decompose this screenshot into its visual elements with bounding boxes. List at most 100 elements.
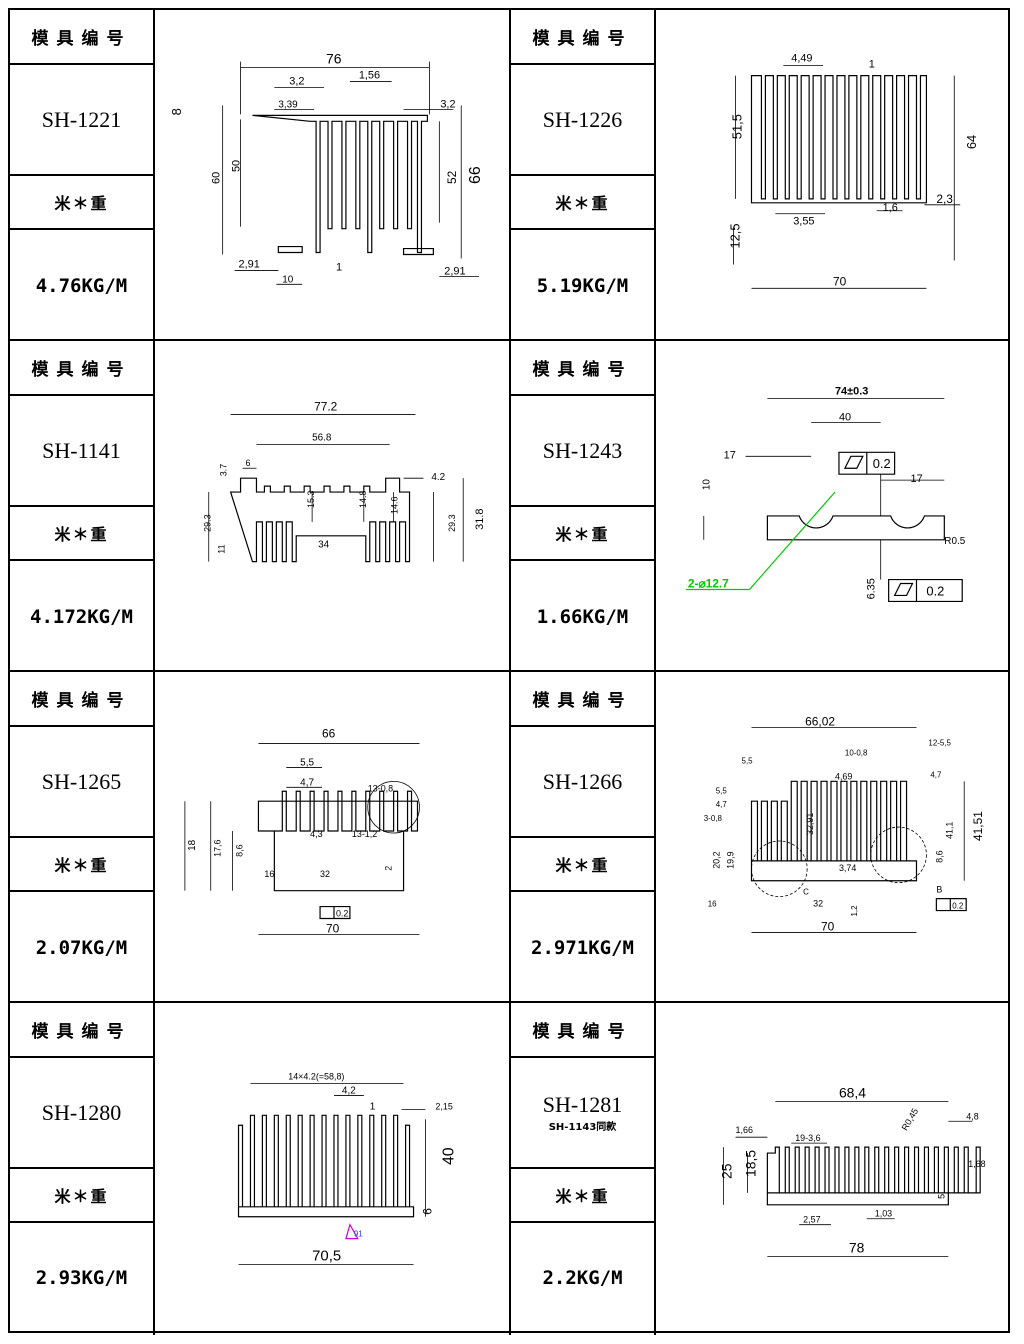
dim-inner: 56.8 [312,432,332,443]
dim-t: 1,2 [850,905,859,917]
weight-value: 2.07KG/M [35,936,128,959]
dim-radius: R0,45 [900,1107,921,1133]
dim-tip: 4,69 [835,771,852,781]
mold-number-header: 模具编号 [532,691,633,711]
dim-fins-2: 13-1,2 [352,829,377,839]
dim-h3: 8,6 [235,844,245,856]
item-label-column: 模具编号 SH-1280 米＊重 2.93KG/M [10,1003,155,1335]
mold-number-header: 模具编号 [31,360,132,380]
catalog-sheet: 模具编号 SH-1221 米＊重 4.76KG/M 76 3,2 1,56 3,… [8,8,1010,1335]
dim-fins: 19-3,6 [795,1133,820,1143]
weight-per-meter-label: 米＊重 [555,525,610,544]
dim-thin: 1,03 [875,1209,892,1219]
dim-side: 29.3 [203,514,213,531]
mold-number-header: 模具编号 [532,1022,633,1042]
dim-h2: 18,5 [742,1150,758,1177]
profile-drawing-sh-1266: 66,02 10-0,8 12-5,5 5,5 4,69 4,7 5,5 4,7… [656,672,1008,1001]
dim-h1: 25 [719,1163,735,1179]
dim-width: 70 [833,274,847,288]
dim-edge: 12-5,5 [928,739,951,748]
mold-number-header: 模具编号 [31,1022,132,1042]
dim-edge-r: 17 [911,473,923,485]
dim-base: 70 [821,919,835,933]
dim-pitch: 5,5 [300,757,314,768]
dim-total: 31.8 [474,509,486,530]
dim-foot-r: 2,91 [444,265,465,277]
profile-drawing-sh-1243: 74±0.3 40 17 17 0.2 10 R0.5 2-⌀12.7 6.35… [656,341,1008,670]
dim-gap: 4,3 [310,829,322,839]
dim-channel: 32 [320,869,330,879]
dim-height: 18 [187,839,198,851]
weight-value: 4.172KG/M [30,605,133,628]
dim-foot-w: 10 [282,274,294,285]
mold-code: SH-1265 [41,768,122,794]
mark-b: B [936,885,942,895]
dim-h5: 19,9 [726,851,736,868]
item-label-column: 模具编号 SH-1243 米＊重 1.66KG/M [511,341,656,670]
dim-fin-h: 52 [445,170,459,184]
dim-height: 51,5 [730,114,745,139]
weight-per-meter-label: 米＊重 [555,856,610,875]
weight-value: 4.76KG/M [35,274,128,297]
mold-number-header: 模具编号 [532,360,633,380]
dim-depth: 6.35 [866,578,878,599]
dim-fin-tip: 3,2 [440,98,455,110]
mold-code: SH-1221 [41,106,122,132]
dim-gap: 3,74 [839,863,856,873]
catalog-row: 模具编号 SH-1141 米＊重 4.172KG/M 77.2 56.8 6 4… [10,341,1008,672]
dim-fin-t: 1 [370,1101,376,1112]
weight-value: 2.2KG/M [542,1267,623,1289]
mold-number-header: 模具编号 [31,691,132,711]
dim-tip: 2,15 [435,1101,452,1111]
dim-edge: 1,66 [736,1125,753,1135]
profile-drawing-sh-1226: 4,49 1 51,5 64 3,55 1,6 2,3 12,5 70 [656,10,1008,339]
dim-fin: 11 [217,544,227,553]
dim-fin-pitch: 4,49 [791,53,812,65]
item-label-column: 模具编号 SH-1266 米＊重 2.971KG/M [511,672,656,1001]
weight-per-meter-label: 米＊重 [54,525,109,544]
flatness-tolerance: 0.2 [873,456,891,471]
mold-code: SH-1281 [542,1092,623,1117]
dim-total-h: 66 [467,166,484,184]
dim-gap: 3,55 [793,216,814,228]
mold-code: SH-1280 [41,1099,122,1125]
dim-h4: 20,2 [712,851,722,868]
catalog-row: 模具编号 SH-1221 米＊重 4.76KG/M 76 3,2 1,56 3,… [10,10,1008,341]
dim-side-r: 29.3 [447,514,457,531]
profile-drawing-sh-1280: 14×4.2(=58,8) 4,2 1 2,15 40 6 91 70,5 [155,1003,511,1335]
mold-code: SH-1141 [42,437,121,463]
profile-drawing-sh-1141: 77.2 56.8 6 4.2 3.7 15.3 14.8 14.6 29.3 … [155,341,511,670]
item-label-column: 模具编号 SH-1265 米＊重 2.07KG/M [10,672,155,1001]
dim-slot: 16 [264,869,274,879]
dim-radius: R0.5 [944,536,965,547]
compatibility-note: SH-1143同款 [548,1122,617,1133]
mold-code: SH-1266 [542,768,623,794]
dim-h3: 8,6 [934,850,944,862]
dim-base: 12,5 [728,223,743,248]
dim-channel: 34 [318,540,330,551]
dim-fin: 4,7 [300,777,314,788]
dim-fins: 10-0,8 [845,748,868,757]
dim-foot: 2,91 [239,258,260,270]
dim-side: 1,68 [968,1159,985,1169]
item-label-column: 模具编号 SH-1221 米＊重 4.76KG/M [10,10,155,339]
hole-callout: 2-⌀12.7 [688,577,729,591]
weight-per-meter-label: 米＊重 [54,856,109,875]
dim-fin: 4,2 [342,1085,356,1096]
dim-pitch: 14×4.2(=58,8) [288,1072,344,1082]
dim-base: 70 [326,921,340,935]
flatness-tolerance-2: 0.2 [926,583,944,598]
weight-value: 1.66KG/M [536,605,629,628]
dim-width: 70,5 [312,1248,341,1264]
weight-value: 2.93KG/M [35,1267,128,1289]
dim-slot: 16 [708,900,717,909]
dim-tip: 2,3 [936,192,953,206]
dim-outer-h: 60 [211,172,223,184]
flatness-tolerance: 0.2 [952,902,964,911]
dim-height: 40 [440,1147,457,1165]
dim-fins: 13-0,8 [368,783,393,793]
dim-h2: 41,1 [944,822,954,839]
profile-drawing-sh-1281: 68,4 1,66 19-3,6 R0,45 4,8 1,68 25 18,5 … [656,1003,1008,1335]
dim-width: 74±0.3 [835,386,868,398]
